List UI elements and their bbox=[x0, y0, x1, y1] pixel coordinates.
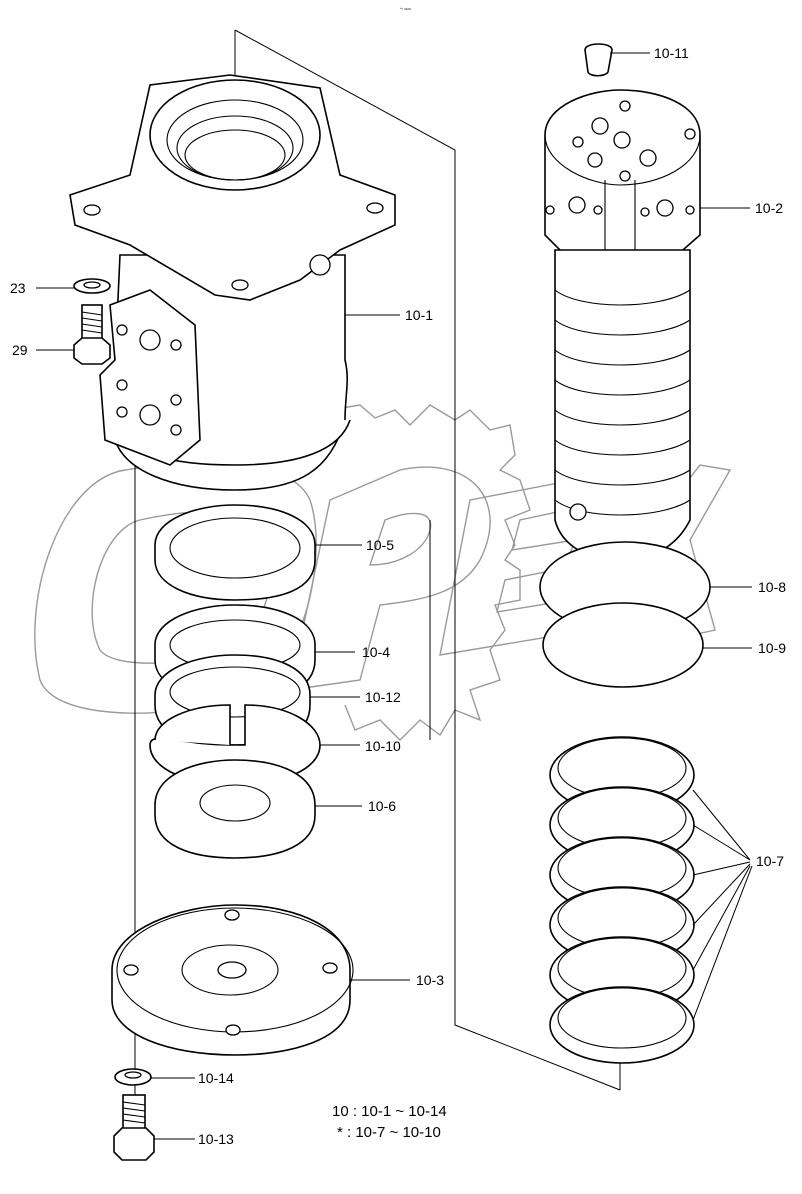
watermark-gear bbox=[329, 404, 531, 741]
callout-10-13: 10-13 bbox=[198, 1131, 234, 1147]
bolt-10-13 bbox=[113, 1094, 155, 1161]
callout-10-12: 10-12 bbox=[365, 689, 401, 705]
callout-10-2: 10-2 bbox=[755, 200, 783, 216]
callout-10-1: 10-1 bbox=[405, 307, 433, 323]
callout-10-10: 10-10 bbox=[365, 738, 401, 754]
washer-23 bbox=[73, 278, 111, 294]
callout-23: 23 bbox=[10, 280, 26, 296]
header-code: ⁴₇ ⁠ooo bbox=[400, 6, 412, 11]
cover-10-3 bbox=[111, 904, 354, 1056]
callout-10-3: 10-3 bbox=[416, 972, 444, 988]
callout-10-7: 10-7 bbox=[756, 853, 784, 869]
bolt-29 bbox=[73, 304, 111, 365]
seal-set-10-7 bbox=[549, 736, 695, 1064]
callout-29: 29 bbox=[12, 342, 28, 358]
swivel-body bbox=[69, 74, 396, 491]
note-line-2: * : 10-7 ~ 10-10 bbox=[337, 1124, 441, 1141]
callout-10-4: 10-4 bbox=[362, 644, 390, 660]
callout-10-6: 10-6 bbox=[368, 798, 396, 814]
washer-10-14 bbox=[114, 1068, 152, 1086]
leader-lines bbox=[36, 52, 753, 1140]
o-ring-10-9 bbox=[542, 602, 704, 688]
callout-10-9: 10-9 bbox=[758, 640, 786, 656]
stem-10-2 bbox=[544, 89, 701, 561]
plate-10-6 bbox=[154, 759, 316, 859]
plug-10-11 bbox=[584, 43, 613, 77]
notes: 10 : 10-1 ~ 10-14 * : 10-7 ~ 10-10 bbox=[332, 1103, 447, 1141]
callouts: 23 29 10-1 10-11 10-2 10-5 10-8 10-4 10-… bbox=[10, 45, 786, 1147]
callout-10-5: 10-5 bbox=[366, 537, 394, 553]
watermark-p bbox=[289, 466, 491, 691]
callout-10-11: 10-11 bbox=[654, 45, 689, 61]
note-line-1: 10 : 10-1 ~ 10-14 bbox=[332, 1103, 447, 1120]
callout-10-8: 10-8 bbox=[758, 579, 786, 595]
callout-10-14: 10-14 bbox=[198, 1070, 234, 1086]
seal-10-5 bbox=[154, 504, 316, 601]
